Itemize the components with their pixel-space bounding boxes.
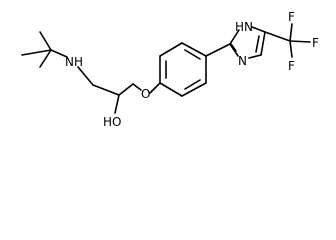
bond-c5-cf3 [264,31,291,42]
bond-tbu-methyl-bottom [39,49,52,68]
bond-ring-5 [181,82,207,97]
bond-ring-double-2 [184,49,201,60]
bond-choh-ch2 [118,83,134,96]
bond-ch2-choh [92,84,120,96]
bond-o-ring [149,82,161,94]
bond-ch2-o [132,83,142,91]
fluorine-right-label: F [312,36,319,50]
imidazole-nh-label: HN [235,20,253,34]
bond-c5-c4-double [255,35,260,53]
atom-labels: NH HO O HN N F F F [65,10,319,129]
bond-nh-c5 [251,26,266,33]
molecule-structure: NH HO O HN N F F F [21,10,319,129]
bond-c2-nh [229,29,240,45]
fluorine-top-label: F [288,10,295,24]
amine-nh-label: NH [65,55,83,69]
bond-ring-6 [159,82,183,97]
bond-cf3-f-right [289,40,311,43]
bond-tbu-methyl-top [39,31,52,51]
bond-ring-imidazole [205,43,231,57]
bond-c4-n [248,54,262,59]
bond-ring-double-3 [184,79,201,90]
bond-cf3-f-top [289,23,293,42]
bond-tbu-methyl-left [21,49,52,56]
bond-ring-2 [159,42,183,57]
ether-oxygen-label: O [141,87,150,101]
hydroxyl-label: HO [103,115,121,129]
bond-cf3-f-bottom [289,40,293,58]
fluorine-bottom-label: F [288,59,295,73]
bond-choh-oh [114,94,120,114]
bond-n-c2 [229,43,239,57]
bond-nh-ch2 [77,66,94,86]
bonds [21,23,311,114]
bond-c5-c4 [260,31,266,56]
imidazole-n-label: N [238,54,247,68]
bond-ring-3 [181,42,207,57]
bond-n-c2-double [230,43,237,52]
bond-tbu-nh [50,49,68,58]
